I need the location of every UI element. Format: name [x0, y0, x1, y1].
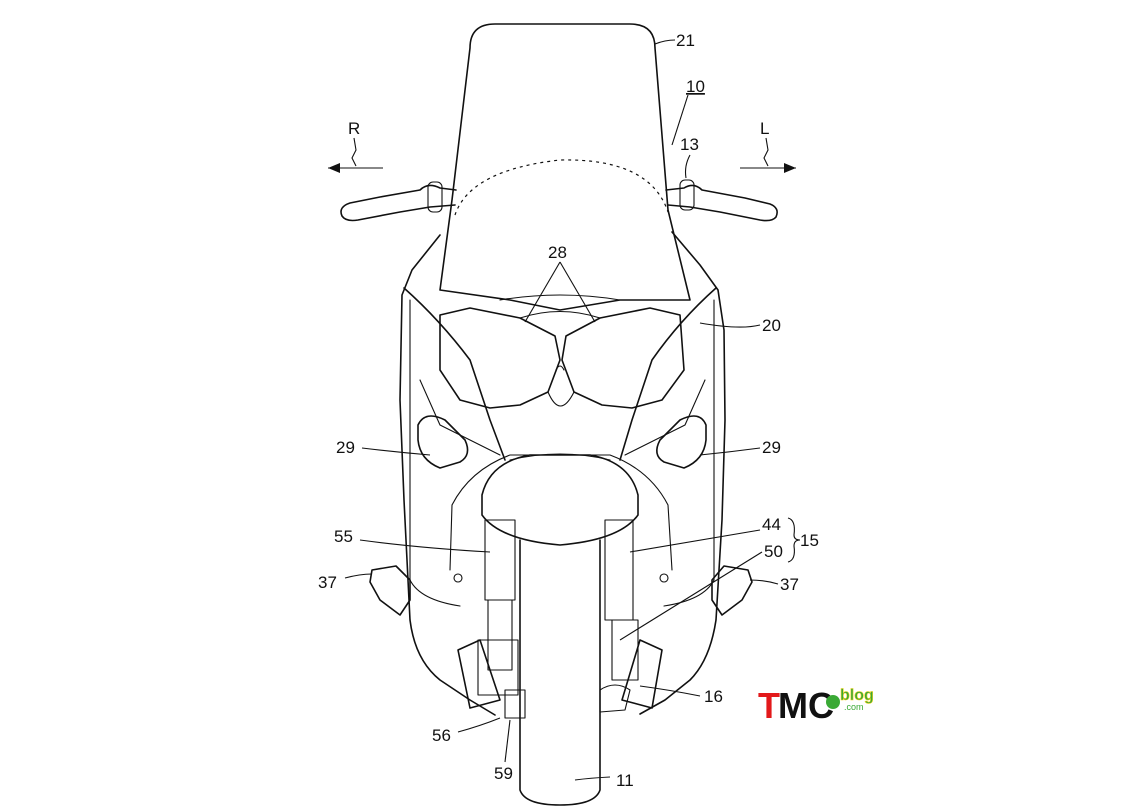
- numeral-21: 21: [676, 31, 695, 50]
- tmc-blog-watermark-logo: T MC blog .com: [758, 685, 874, 724]
- side-vents: [417, 415, 707, 469]
- numeral-50: 50: [764, 542, 783, 561]
- handlebar-right: [340, 181, 457, 222]
- reference-numerals: R L 21 10 13 28 20 29 29 44 15 55 50 37 …: [318, 31, 819, 790]
- lower-cowl: [457, 639, 663, 713]
- footrests: [369, 565, 753, 616]
- numeral-37-left-side: 37: [780, 575, 799, 594]
- front-cover: [399, 231, 726, 716]
- front-suspension: [449, 454, 673, 719]
- watermark-blog: blog: [840, 687, 874, 704]
- watermark-com: .com: [844, 702, 864, 712]
- numeral-55: 55: [334, 527, 353, 546]
- label-L: L: [760, 119, 769, 138]
- numeral-13: 13: [680, 135, 699, 154]
- numeral-15: 15: [800, 531, 819, 550]
- watermark-scooter-icon: [826, 695, 840, 709]
- windscreen: [439, 23, 691, 311]
- watermark-mc: MC: [778, 685, 834, 724]
- direction-arrow-ticks: [351, 137, 769, 167]
- numeral-44: 44: [762, 515, 781, 534]
- handlebar-left: [665, 179, 778, 222]
- numeral-11: 11: [616, 771, 634, 790]
- direction-arrow-left: [740, 163, 796, 173]
- numeral-16: 16: [704, 687, 723, 706]
- numeral-29-right-side: 29: [336, 438, 355, 457]
- numeral-37-right-side: 37: [318, 573, 337, 592]
- numeral-59: 59: [494, 764, 513, 783]
- numeral-29-left-side: 29: [762, 438, 781, 457]
- numeral-10: 10: [686, 77, 705, 96]
- watermark-tmc: T: [758, 685, 780, 724]
- label-R: R: [348, 119, 360, 138]
- headlight-panel: [439, 307, 685, 409]
- direction-arrow-right: [328, 163, 383, 173]
- leader-lines: [344, 39, 801, 781]
- front-wheel: [481, 453, 639, 806]
- numeral-20: 20: [762, 316, 781, 335]
- numeral-28: 28: [548, 243, 567, 262]
- numeral-56: 56: [432, 726, 451, 745]
